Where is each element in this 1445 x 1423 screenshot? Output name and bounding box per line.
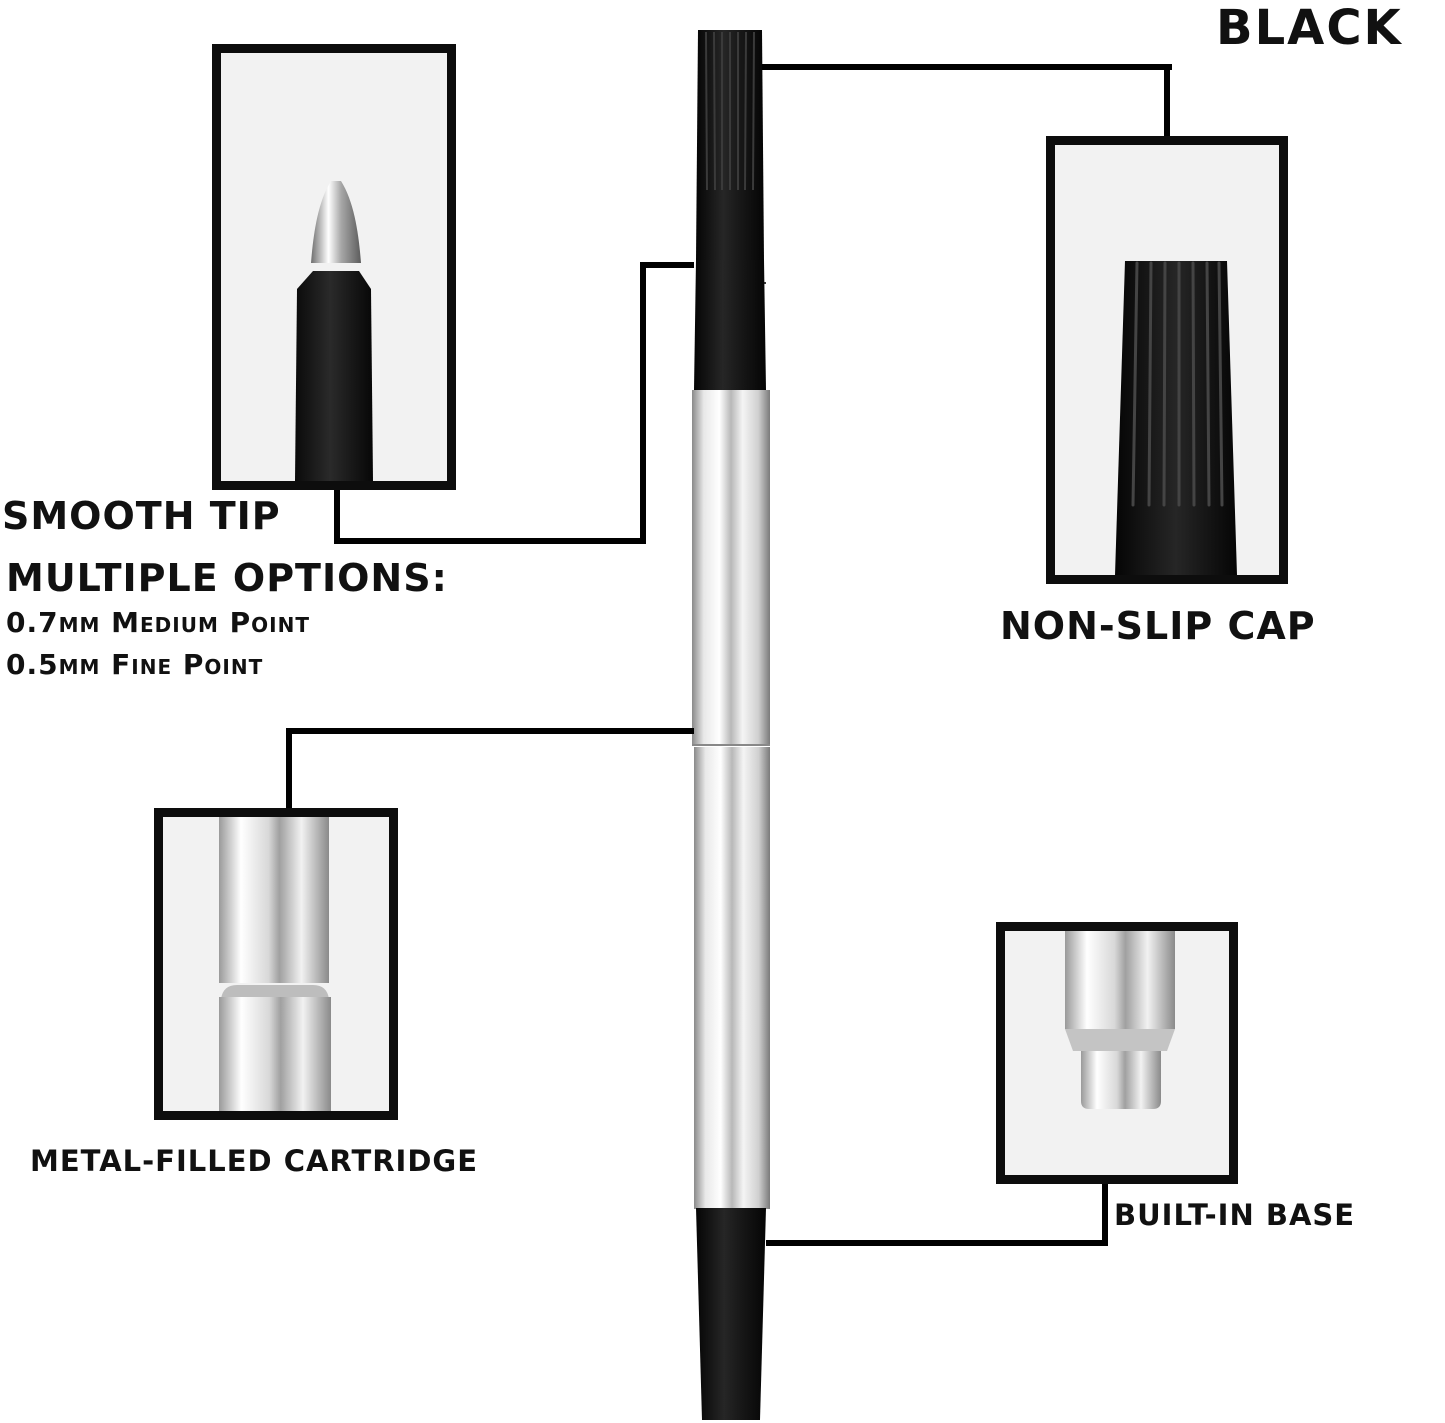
non-slip-cap-zoom [1046, 136, 1288, 584]
pen-cartridge-icon [219, 817, 331, 1111]
cartridge-label: METAL-FILLED CARTRIDGE [30, 1144, 479, 1178]
cartridge-zoom [154, 808, 398, 1120]
multiple-options-label: MULTIPLE OPTIONS: [6, 556, 448, 600]
built-in-base-label: BUILT-IN BASE [1114, 1198, 1356, 1232]
color-label: BLACK [1216, 0, 1403, 56]
built-in-base-zoom [996, 922, 1238, 1184]
option-fine-label: 0.5mm Fine Point [6, 648, 264, 681]
pen-base-icon [1065, 931, 1175, 1109]
pen-illustration [692, 30, 770, 1420]
smooth-tip-zoom [212, 44, 456, 490]
smooth-tip-label: SMOOTH TIP [2, 494, 281, 538]
pen-tip-icon [295, 181, 373, 481]
pen-cap-icon [1115, 261, 1237, 575]
option-medium-label: 0.7mm Medium Point [6, 606, 310, 639]
non-slip-cap-label: NON-SLIP CAP [1000, 604, 1316, 648]
